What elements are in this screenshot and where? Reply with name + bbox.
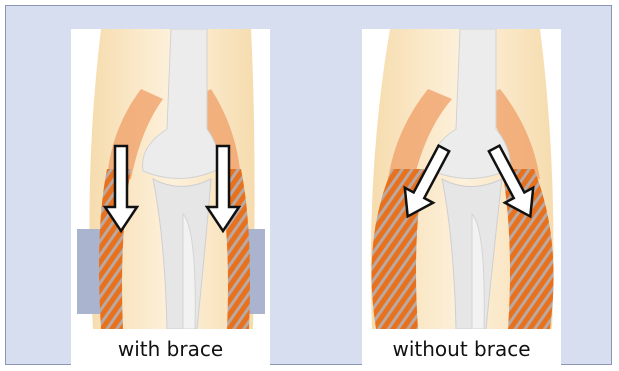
caption-with-brace: with brace — [71, 330, 270, 368]
caption-without-brace: without brace — [362, 330, 561, 368]
knee-illustration-with-brace — [71, 29, 270, 329]
brace-left — [77, 229, 101, 314]
diagram-frame: with brace — [5, 5, 612, 365]
panel-without-brace: without brace — [362, 29, 561, 368]
panel-with-brace: with brace — [71, 29, 270, 368]
knee-illustration-without-brace — [362, 29, 561, 329]
